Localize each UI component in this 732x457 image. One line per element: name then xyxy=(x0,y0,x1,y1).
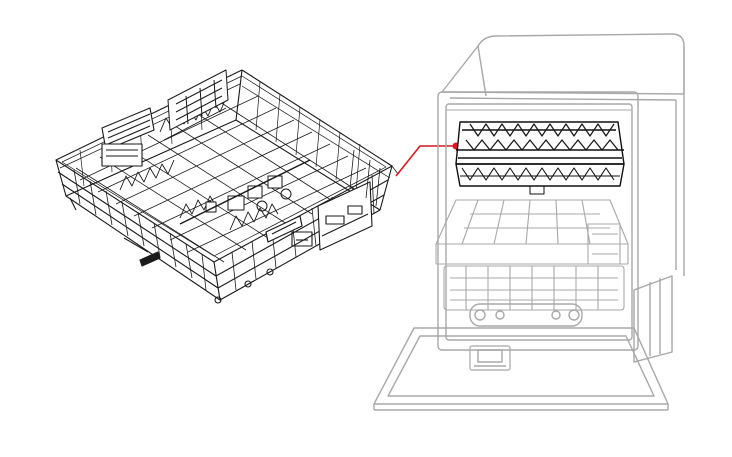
dishwasher-lower-rack xyxy=(435,199,629,265)
dishwasher-door-hinge xyxy=(469,303,583,327)
dishwasher-with-open-door xyxy=(373,33,685,411)
dishwasher-upper-rack-highlighted xyxy=(455,121,625,195)
rack-rollers xyxy=(69,197,274,304)
upper-rack-assembly xyxy=(55,69,399,304)
callout-leader xyxy=(395,142,460,177)
rack-right-wall-wires xyxy=(349,149,399,207)
rack-side-shelf-back xyxy=(167,69,229,131)
dishwasher-side-panel xyxy=(633,46,685,363)
callout-line xyxy=(395,145,456,177)
rack-front-handle xyxy=(265,215,303,243)
dishwasher-bottom-basket xyxy=(443,265,625,311)
rack-side-shelf-left xyxy=(101,107,155,167)
rack-spray-arm-hub xyxy=(179,159,311,225)
dishwasher-open-door xyxy=(373,327,669,411)
dishwasher-top-housing xyxy=(441,33,685,101)
rack-height-adjuster xyxy=(291,181,373,251)
